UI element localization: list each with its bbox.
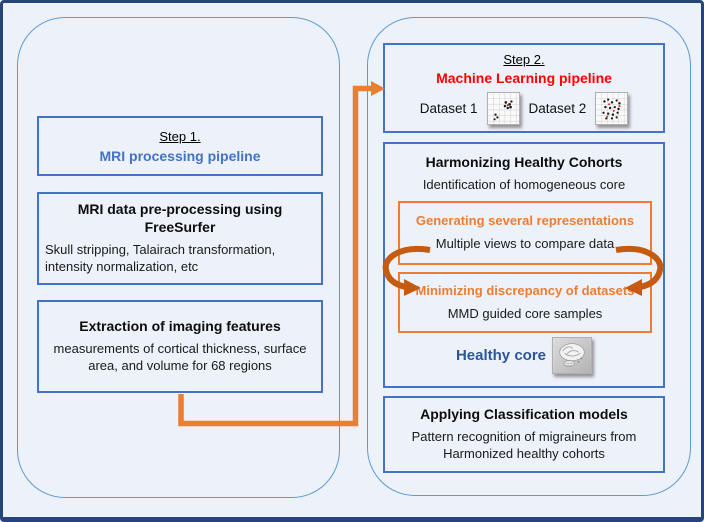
extraction-body: measurements of cortical thickness, surf…	[53, 341, 307, 374]
extraction-box: Extraction of imaging features measureme…	[37, 300, 323, 393]
preprocessing-body: Skull stripping, Talairach transformatio…	[45, 242, 276, 274]
brain-icon	[552, 337, 593, 374]
step1-title: Step 1.	[159, 128, 201, 144]
classification-box: Applying Classification models Pattern r…	[383, 396, 665, 473]
dataset1-scatter-icon	[486, 91, 520, 125]
step2-title: Step 2.	[503, 51, 545, 67]
step1-subtitle: MRI processing pipeline	[99, 147, 261, 164]
healthy-core-label: Healthy core	[455, 347, 547, 364]
step2-header-box: Step 2. Machine Learning pipeline Datase…	[383, 43, 665, 133]
classification-body: Pattern recognition of migraineurs from …	[411, 428, 637, 461]
dataset-row: Dataset 1	[419, 91, 629, 125]
classification-title: Applying Classification models	[420, 406, 628, 423]
generating-body: Multiple views to compare data	[435, 236, 615, 252]
dataset1-label: Dataset 1	[419, 100, 478, 116]
minimizing-discrepancy-box: Minimizing discrepancy of datasets MMD g…	[398, 272, 652, 333]
generating-title: Generating several representations	[415, 213, 635, 229]
minimizing-body: MMD guided core samples	[447, 305, 603, 321]
step1-header-box: Step 1. MRI processing pipeline	[37, 116, 323, 176]
harmonizing-subtitle: Identification of homogeneous core	[422, 176, 626, 192]
preprocessing-title: MRI data pre-processing using FreeSurfer	[77, 201, 283, 235]
harmonizing-box: Harmonizing Healthy Cohorts Identificati…	[383, 142, 665, 388]
generating-representations-box: Generating several representations Multi…	[398, 201, 652, 265]
preprocessing-box: MRI data pre-processing using FreeSurfer…	[37, 192, 323, 285]
minimizing-title: Minimizing discrepancy of datasets	[415, 282, 635, 298]
extraction-title: Extraction of imaging features	[79, 317, 281, 334]
harmonizing-title: Harmonizing Healthy Cohorts	[425, 154, 623, 170]
dataset2-label: Dataset 2	[528, 100, 587, 116]
step2-subtitle: Machine Learning pipeline	[436, 69, 612, 86]
healthy-core-row: Healthy core	[385, 337, 663, 374]
dataset2-scatter-icon	[595, 91, 629, 125]
